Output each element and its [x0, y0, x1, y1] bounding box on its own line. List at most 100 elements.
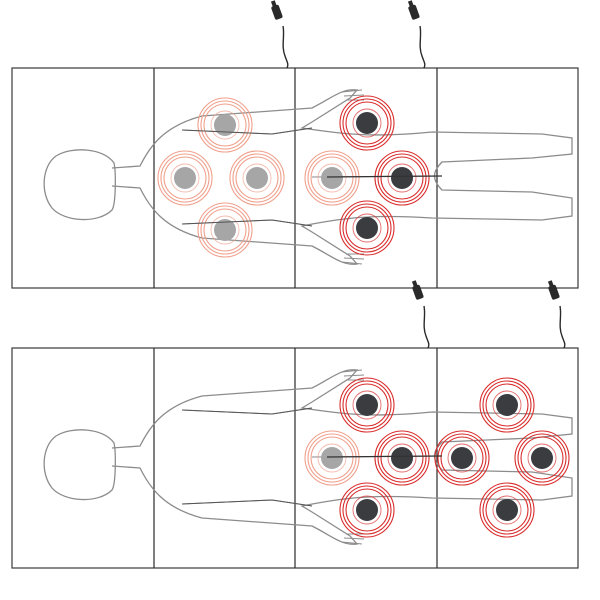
vibration-ring-3 [310, 436, 354, 480]
vibration-ring-1 [339, 200, 395, 256]
vibration-ring-3 [380, 436, 424, 480]
shoulder-line-bottom [181, 219, 313, 227]
plug-body [412, 284, 424, 300]
vibration-ring-inner [387, 163, 417, 193]
vibration-ring-3 [203, 208, 247, 252]
massage-motor-icon [451, 447, 473, 469]
shoulder-line-bottom [181, 499, 313, 507]
mat-diagram-upper [11, 0, 579, 289]
vibration-ring-1 [434, 430, 490, 486]
vibration-ring-1 [339, 482, 395, 538]
vibration-ring-3 [520, 436, 564, 480]
vibration-ring-3 [380, 156, 424, 200]
vibration-ring-2 [482, 485, 532, 535]
vibration-ring-inner [492, 390, 522, 420]
shoulder-line-top [181, 127, 313, 135]
shoulder-line-top [181, 407, 313, 415]
power-plug-icon [547, 280, 566, 349]
vibration-ring-2 [377, 433, 427, 483]
vibration-ring-1 [479, 377, 535, 433]
massage-motor-icon [391, 447, 413, 469]
vibration-ring-3 [163, 156, 207, 200]
vibration-ring-1 [339, 377, 395, 433]
massage-motor-icon [214, 114, 236, 136]
vibration-ring-2 [342, 203, 392, 253]
vibration-ring-inner [317, 443, 347, 473]
vibration-ring-3 [310, 156, 354, 200]
vibration-ring-2 [307, 153, 357, 203]
massage-node-hip-left [514, 430, 570, 486]
vibration-ring-3 [345, 101, 389, 145]
massage-node-upper-arm-right [339, 200, 395, 256]
massage-motor-icon [356, 217, 378, 239]
plug-body [548, 284, 560, 300]
vibration-ring-3 [345, 383, 389, 427]
plug-tip [270, 0, 277, 8]
vibration-ring-2 [307, 433, 357, 483]
plug-tip [411, 280, 418, 288]
massage-node-shoulder-left [197, 97, 253, 153]
power-cable [559, 305, 566, 349]
vibration-ring-2 [437, 433, 487, 483]
massage-node-hip-right [339, 482, 395, 538]
spine-line [326, 455, 443, 458]
vibration-ring-inner [352, 213, 382, 243]
massage-node-lower-back-left [304, 150, 360, 206]
vibration-ring-inner [170, 163, 200, 193]
power-cable [419, 25, 426, 69]
massage-motor-icon [531, 447, 553, 469]
massage-motor-icon [321, 447, 343, 469]
massage-node-waist-right [479, 377, 535, 433]
vibration-ring-2 [342, 485, 392, 535]
massage-node-upper-back-left [157, 150, 213, 206]
massage-motor-icon [496, 499, 518, 521]
vibration-ring-inner [527, 443, 557, 473]
vibration-ring-3 [235, 156, 279, 200]
vibration-ring-1 [374, 430, 430, 486]
vibration-ring-1 [304, 430, 360, 486]
vibration-ring-inner [352, 108, 382, 138]
massage-node-shoulder-right [197, 202, 253, 258]
massage-motor-icon [174, 167, 196, 189]
massage-node-lower-back-center [374, 430, 430, 486]
spine-line [326, 175, 443, 178]
plug-tip [547, 280, 554, 288]
plug-body [271, 4, 283, 20]
vibration-ring-1 [479, 482, 535, 538]
vibration-ring-2 [232, 153, 282, 203]
vibration-ring-3 [203, 103, 247, 147]
vibration-ring-2 [342, 98, 392, 148]
vibration-ring-2 [342, 380, 392, 430]
vibration-ring-2 [200, 100, 250, 150]
vibration-ring-inner [352, 390, 382, 420]
vibration-ring-1 [197, 97, 253, 153]
vibration-ring-3 [485, 488, 529, 532]
vibration-ring-1 [197, 202, 253, 258]
massage-motor-icon [246, 167, 268, 189]
massage-motor-icon [321, 167, 343, 189]
vibration-ring-inner [242, 163, 272, 193]
vibration-ring-1 [157, 150, 213, 206]
massage-node-lower-back-center [374, 150, 430, 206]
vibration-ring-3 [485, 383, 529, 427]
massage-motor-icon [496, 394, 518, 416]
vibration-ring-3 [440, 436, 484, 480]
vibration-ring-1 [374, 150, 430, 206]
vibration-ring-inner [387, 443, 417, 473]
massage-node-waist-left [339, 377, 395, 433]
plug-body [408, 4, 420, 20]
vibration-ring-1 [514, 430, 570, 486]
massage-node-thigh-right [479, 482, 535, 538]
massage-motor-icon [214, 219, 236, 241]
vibration-ring-2 [482, 380, 532, 430]
power-plug-icon [407, 0, 426, 69]
mat-diagram-lower [11, 280, 579, 569]
massage-motor-icon [356, 112, 378, 134]
vibration-ring-2 [160, 153, 210, 203]
vibration-ring-2 [517, 433, 567, 483]
vibration-ring-inner [447, 443, 477, 473]
power-plug-icon [411, 280, 430, 349]
vibration-ring-inner [317, 163, 347, 193]
massage-motor-icon [391, 167, 413, 189]
